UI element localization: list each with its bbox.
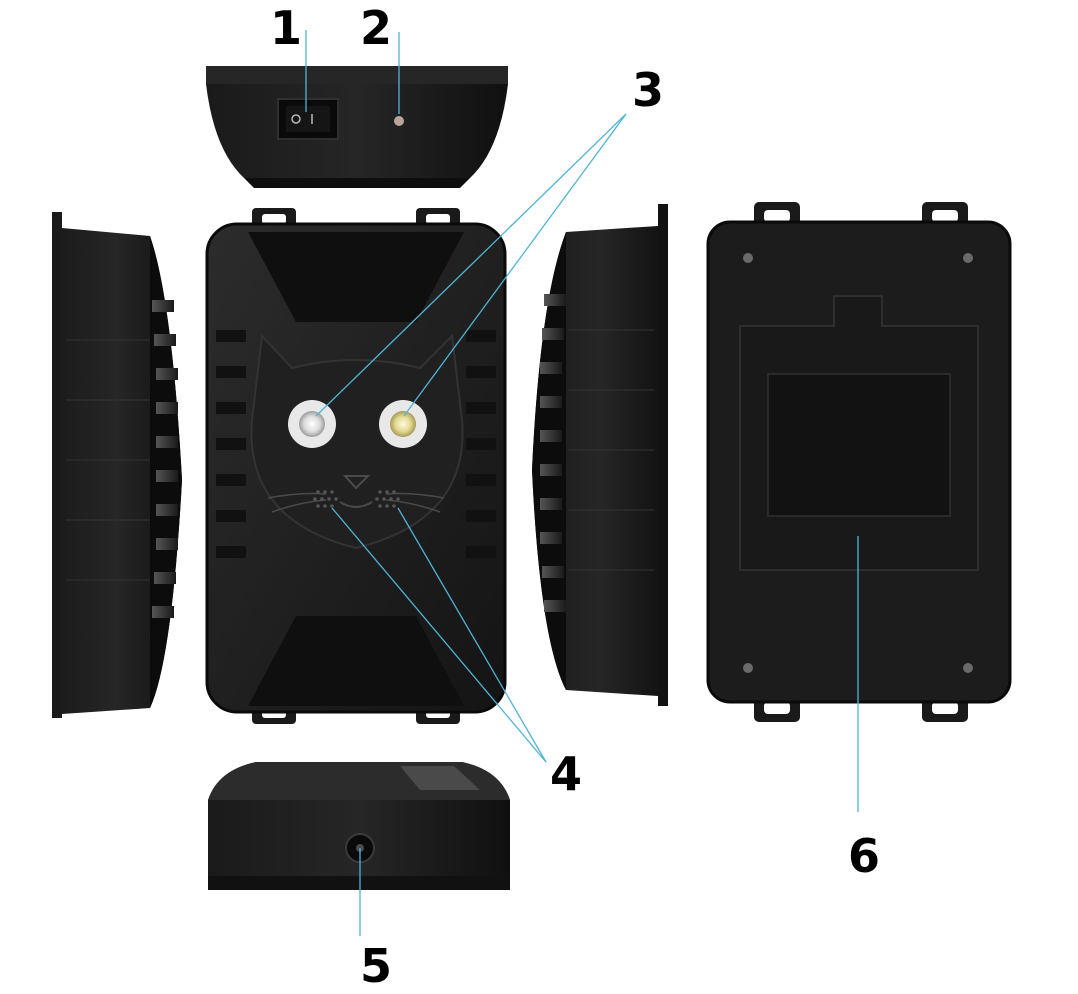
left-fins <box>152 300 178 618</box>
leader-line-4a <box>331 507 547 763</box>
rocker-switch-icon <box>277 98 339 140</box>
leader-lines <box>305 30 859 936</box>
callout-2: 2 <box>360 1 392 55</box>
callout-5: 5 <box>360 939 392 993</box>
led-white-icon <box>288 400 336 448</box>
cat-face <box>250 333 464 550</box>
solar-panel <box>767 373 951 517</box>
leader-line-3b <box>403 113 627 417</box>
led-yellow-icon <box>379 400 427 448</box>
callout-4: 4 <box>550 747 582 801</box>
front-side-ribs <box>216 330 496 558</box>
callout-1: 1 <box>270 1 302 55</box>
cat-nose <box>342 475 371 490</box>
speaker-grill-icon <box>313 490 400 508</box>
callout-6: 6 <box>848 829 880 883</box>
right-side-view <box>532 204 668 706</box>
top-view <box>206 66 508 188</box>
led-indicator-icon <box>394 116 404 126</box>
left-side-view <box>52 212 182 718</box>
front-view <box>205 208 507 724</box>
callout-3: 3 <box>632 63 664 117</box>
leader-line-3a <box>315 113 627 417</box>
right-fins <box>540 294 566 612</box>
leader-line-4b <box>397 507 547 763</box>
back-view <box>706 202 1012 722</box>
bottom-view <box>208 762 510 890</box>
